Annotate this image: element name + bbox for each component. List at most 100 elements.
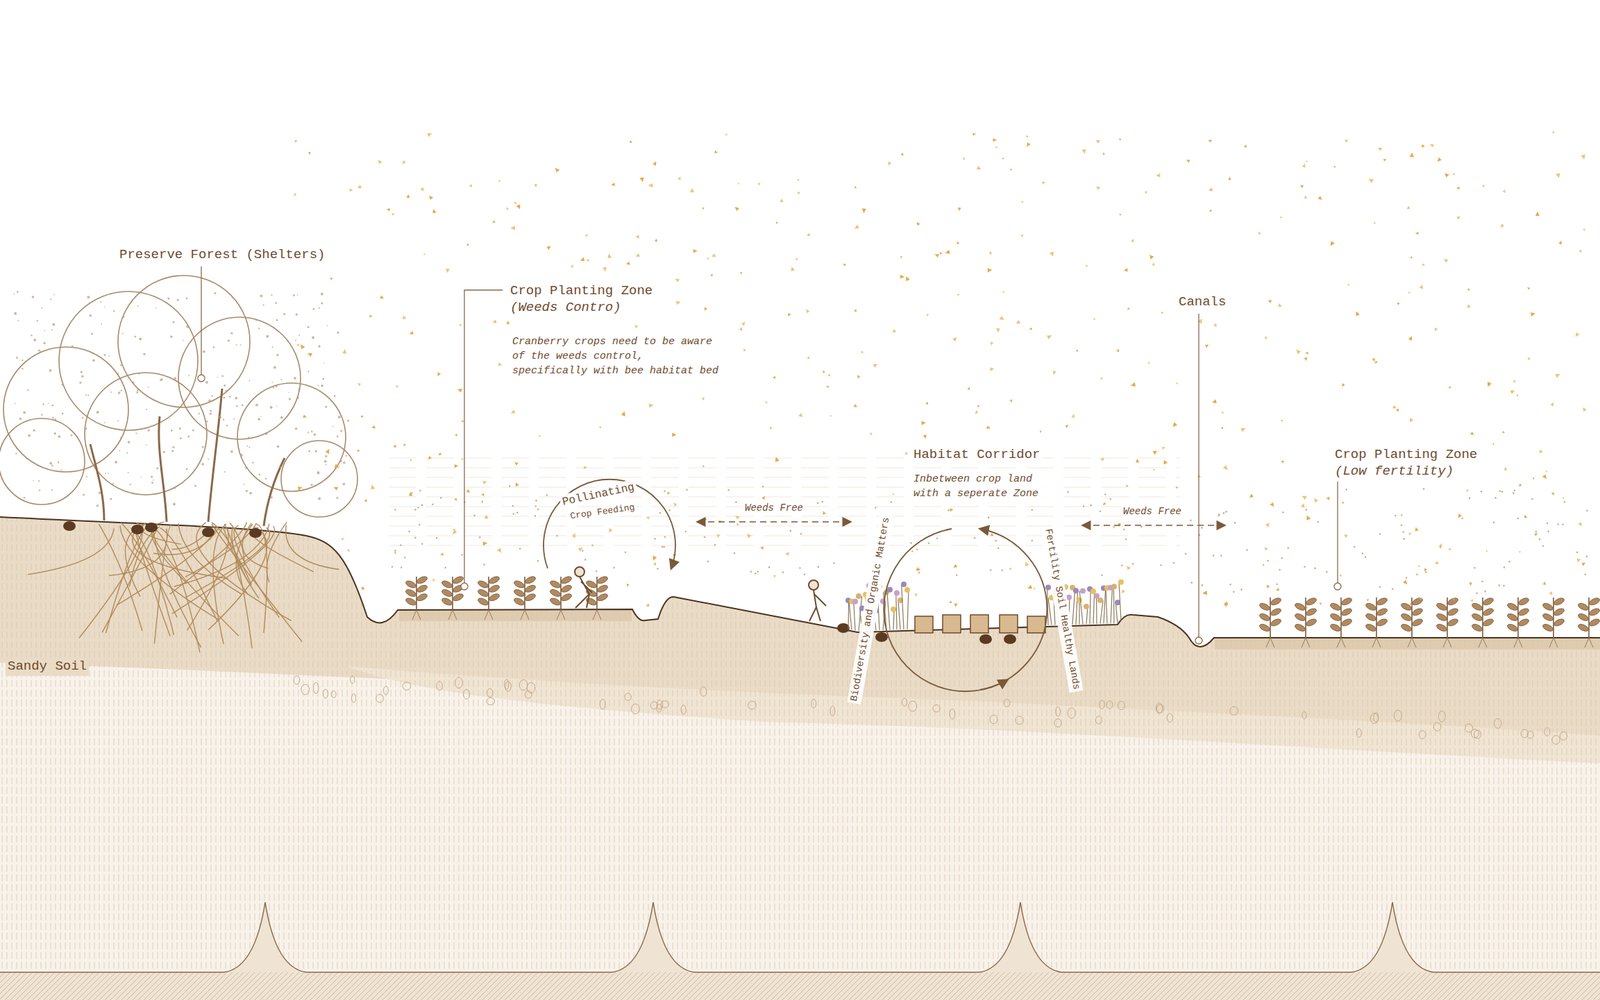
leaf-particle — [1326, 495, 1332, 501]
leaf-particle — [466, 242, 470, 246]
canopy-stipple — [47, 403, 50, 405]
plant-root — [524, 610, 529, 620]
pebble — [383, 686, 389, 695]
leaf-particle — [1207, 138, 1213, 143]
plant-leaf — [1258, 622, 1271, 633]
plant-root — [596, 610, 602, 620]
plant-leaf — [1269, 607, 1283, 618]
pebble — [1433, 722, 1442, 731]
leaf-particle — [1371, 357, 1377, 363]
plant-leaf — [1481, 607, 1495, 618]
leaf-particle — [794, 257, 799, 261]
leaf-particle — [1130, 381, 1138, 389]
canopy-stipple — [255, 403, 259, 407]
cranberry-plant — [1435, 596, 1460, 648]
canopy-stipple — [68, 324, 71, 327]
pollen-dot — [714, 544, 717, 547]
cranberry-plant — [404, 575, 429, 620]
leaf-particle — [689, 188, 696, 195]
canopy-stipple — [230, 450, 234, 454]
cranberry-plant — [549, 575, 573, 620]
pebble — [748, 701, 757, 710]
flower-stem — [1115, 602, 1118, 624]
pebble — [505, 681, 512, 692]
plant-root — [1407, 637, 1412, 648]
canopy-stipple — [49, 369, 53, 373]
canopy-stipple — [172, 446, 175, 449]
pollen-dot — [789, 530, 793, 533]
plant-root — [1584, 637, 1589, 648]
canopy-stipple — [288, 397, 291, 400]
leaf-particle — [891, 492, 895, 496]
leaf-particle — [739, 271, 743, 275]
leaf-particle — [1396, 301, 1401, 306]
tuber — [1003, 634, 1017, 645]
pollen-dot — [1493, 521, 1496, 525]
pollen-dot — [1353, 546, 1356, 549]
canopy-stipple — [221, 375, 224, 378]
flower-stem — [1048, 597, 1052, 625]
leaf-particle — [1402, 580, 1408, 585]
canopy-stipple — [208, 399, 212, 403]
leaf-particle — [625, 583, 630, 588]
leaf-particle — [1466, 288, 1470, 291]
leaf-particle — [1134, 458, 1141, 465]
leaf-particle — [1202, 589, 1210, 597]
leaf-particle — [1579, 152, 1587, 159]
plant-leaf — [560, 583, 573, 594]
plant-leaf — [487, 583, 501, 594]
plant-leaf — [1375, 596, 1389, 607]
tuber — [63, 521, 76, 532]
leaf-particle — [360, 414, 364, 418]
canopy-stipple — [310, 430, 314, 433]
pollen-dot — [817, 566, 820, 569]
plant-leaf — [1481, 617, 1495, 628]
leaf-particle — [438, 451, 442, 456]
plant-root — [416, 610, 421, 620]
label-text: Crop Planting Zone — [508, 281, 655, 301]
canopy-stipple — [170, 335, 173, 339]
canopy-stipple — [36, 320, 39, 322]
soil-hatching — [0, 517, 1600, 972]
pebble — [526, 683, 536, 694]
pollen-dot — [685, 531, 688, 534]
canopy-stipple — [321, 384, 324, 387]
pollen-dot — [1400, 524, 1403, 527]
pollen-dot — [1494, 497, 1497, 500]
plant-leaf — [524, 575, 537, 586]
pollen-dot — [668, 509, 671, 512]
pollen-dot — [1317, 521, 1320, 524]
canopy-stipple — [293, 349, 296, 352]
leaf-particle — [368, 314, 373, 319]
canopy-stipple — [155, 307, 157, 309]
plant-leaf — [1577, 601, 1590, 612]
leaf-particle — [735, 515, 741, 521]
canopy-stipple — [318, 307, 320, 309]
pollen-dot — [1104, 493, 1107, 496]
leaf-particle — [1420, 143, 1426, 149]
leaf-particle — [1071, 414, 1076, 420]
canopy-stipple — [298, 388, 301, 391]
leaf-particle — [402, 442, 407, 448]
plant-root — [1443, 637, 1448, 648]
plant-root — [1478, 637, 1483, 648]
leaf-particle — [1162, 460, 1169, 466]
leaf-particle — [1220, 410, 1225, 415]
leaf-particle — [401, 315, 408, 321]
plant-leaf — [1364, 612, 1378, 622]
leaf-particle — [764, 401, 768, 404]
canopy-stipple — [40, 413, 44, 416]
pebble — [902, 698, 908, 706]
canopy-stipple — [265, 432, 268, 436]
leaf-particle — [703, 306, 708, 311]
leaf-particle — [742, 348, 747, 352]
pebble — [331, 690, 336, 698]
canopy-stipple — [224, 390, 227, 393]
canopy-stipple — [51, 489, 53, 491]
canopy-stipple — [51, 465, 54, 468]
leaf-particle — [1541, 474, 1547, 479]
leaf-particle — [1280, 419, 1284, 423]
pollen-dot — [1379, 533, 1382, 536]
leaf-particle — [1469, 431, 1474, 436]
